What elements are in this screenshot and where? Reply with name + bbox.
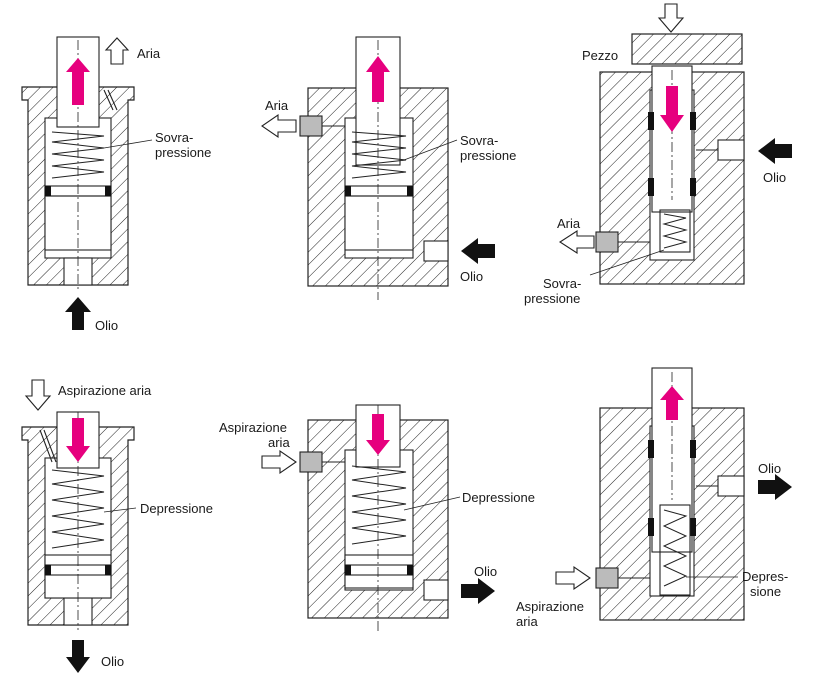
leader-line	[403, 139, 458, 161]
panel-bottom-left: Aspirazione aria Depressione Olio	[21, 379, 213, 673]
air-label: Aria	[137, 46, 161, 61]
spring	[51, 131, 105, 179]
air-label: aria	[268, 435, 290, 450]
air-label: aria	[516, 614, 538, 629]
chamber-label: sione	[750, 584, 781, 599]
chamber-label: pressione	[155, 145, 211, 160]
panel-top-right: Pezzo Olio Aria Sovra- pressione	[524, 3, 792, 306]
chamber-label: Depressione	[140, 501, 213, 516]
spring	[351, 465, 407, 545]
rod-motion-arrow	[366, 56, 390, 102]
air-fitting	[595, 567, 619, 589]
vent-channel	[107, 89, 118, 111]
rod-motion-arrow	[66, 418, 90, 462]
rod-motion-arrow	[660, 86, 684, 132]
spring-housing	[659, 504, 691, 596]
oil-label: Olio	[101, 654, 124, 669]
panel-top-middle: Aria Sovra- pressione Olio	[261, 36, 516, 300]
air-fitting	[299, 451, 323, 473]
seal	[407, 186, 413, 196]
chamber-label: pressione	[524, 291, 580, 306]
oil-out-arrow-icon	[66, 640, 90, 673]
workpiece	[631, 33, 743, 65]
rod-motion-arrow	[366, 414, 390, 455]
air-label: Aspirazione aria	[58, 383, 152, 398]
piston-head	[344, 554, 414, 589]
oil-in-arrow-icon	[65, 297, 91, 330]
spring	[351, 131, 407, 179]
seal	[45, 565, 51, 575]
rod-motion-arrow	[66, 58, 90, 105]
workpiece-label: Pezzo	[582, 48, 618, 63]
leader-line	[103, 139, 153, 149]
air-in-arrow-icon	[24, 379, 52, 411]
chamber-label: Sovra-	[155, 130, 193, 145]
seal	[690, 518, 696, 536]
clamp-force-arrow-icon	[657, 3, 685, 33]
seal	[690, 440, 696, 458]
panel-bottom-middle: Aspirazione aria Depressione Olio	[219, 404, 535, 634]
seal	[345, 565, 351, 575]
seal	[105, 186, 111, 196]
chamber-label: Depres-	[742, 569, 788, 584]
seal	[45, 186, 51, 196]
chamber-label: Sovra-	[543, 276, 581, 291]
air-label: Aspirazione	[219, 420, 287, 435]
oil-label: Olio	[763, 170, 786, 185]
oil-label: Olio	[460, 269, 483, 284]
oil-in-arrow-icon	[461, 238, 495, 264]
oil-out-arrow-icon	[461, 578, 495, 604]
seal	[407, 565, 413, 575]
chamber-label: Sovra-	[460, 133, 498, 148]
rod-motion-arrow	[660, 386, 684, 420]
oil-fitting	[423, 240, 449, 262]
seal	[345, 186, 351, 196]
seal	[648, 440, 654, 458]
spring-housing	[659, 209, 691, 253]
seal	[648, 112, 654, 130]
seal	[690, 178, 696, 196]
vent-channel	[43, 429, 57, 463]
spring	[51, 469, 105, 549]
air-out-arrow-icon	[261, 113, 297, 139]
vent-channel	[103, 89, 114, 111]
oil-label: Olio	[474, 564, 497, 579]
air-fitting	[595, 231, 619, 253]
leader-line	[589, 249, 665, 276]
air-label: Aria	[265, 98, 289, 113]
air-in-arrow-icon	[555, 565, 591, 591]
leader-line	[403, 496, 461, 511]
oil-fitting	[717, 139, 745, 161]
chamber-label: Depressione	[462, 490, 535, 505]
spring	[662, 509, 688, 587]
oil-label: Olio	[758, 461, 781, 476]
oil-fitting	[423, 579, 449, 601]
seal	[690, 112, 696, 130]
air-out-arrow-icon	[104, 37, 130, 65]
vent-channel	[39, 429, 53, 463]
air-in-arrow-icon	[261, 449, 297, 475]
seal	[648, 178, 654, 196]
leader-line	[103, 507, 137, 513]
oil-label: Olio	[95, 318, 118, 333]
air-label: Aria	[557, 216, 581, 231]
air-out-arrow-icon	[558, 229, 595, 255]
chamber-label: pressione	[460, 148, 516, 163]
oil-in-arrow-icon	[758, 138, 792, 164]
seal	[105, 565, 111, 575]
air-label: Aspirazione	[516, 599, 584, 614]
seal	[648, 518, 654, 536]
oil-fitting	[717, 475, 745, 497]
panel-bottom-right: Olio Depres- sione Aspirazione aria	[516, 367, 792, 629]
panel-top-left: Aria Sovra- pressione Olio	[21, 36, 211, 333]
air-fitting	[299, 115, 323, 137]
oil-out-arrow-icon	[758, 474, 792, 500]
spring	[662, 213, 688, 249]
piston-head	[344, 195, 414, 251]
